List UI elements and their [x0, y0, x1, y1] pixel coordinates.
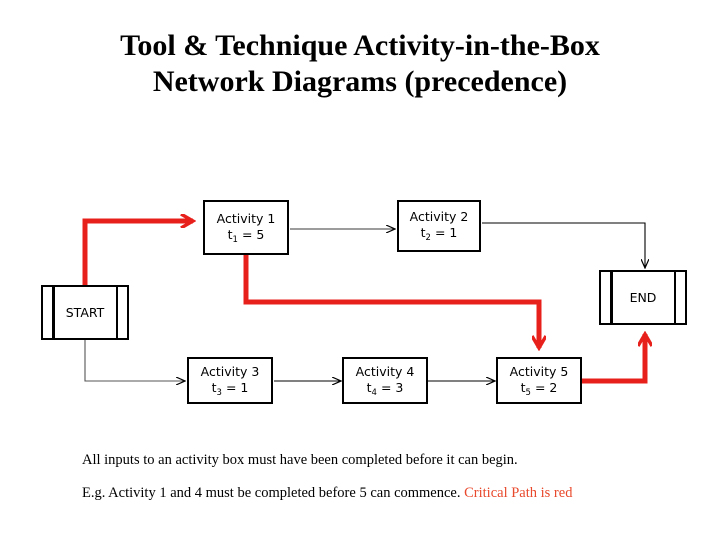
critical-path-legend: Critical Path is red [464, 485, 573, 501]
start-right-bar [115, 287, 118, 338]
start-left-bar [52, 287, 55, 338]
activity-4-name: Activity 4 [355, 363, 415, 379]
end-right-bar [673, 272, 676, 323]
activity-2-name: Activity 2 [409, 209, 469, 224]
activity-4-duration: t4 = 3 [366, 379, 404, 398]
activity-3-duration: t3 = 1 [211, 379, 249, 398]
node-activity-4[interactable]: Activity 4 t4 = 3 [342, 357, 428, 404]
node-end[interactable]: END [599, 270, 687, 325]
activity-1-value: 5 [256, 226, 265, 242]
connector-activity2-to-end [482, 222, 645, 268]
node-activity-3[interactable]: Activity 3 t3 = 1 [187, 357, 273, 404]
caption-line-1-text: All inputs to an activity box must have … [82, 452, 518, 468]
activity-5-name: Activity 5 [509, 363, 569, 379]
critical-connector-start-to-activity1 [82, 221, 193, 287]
critical-connector-activity1-to-activity5 [243, 255, 539, 348]
activity-1-sub: 1 [232, 234, 238, 245]
activity-3-value: 1 [240, 379, 249, 395]
activity-5-value: 2 [549, 379, 558, 395]
node-start[interactable]: START [41, 285, 129, 340]
start-label: START [65, 305, 105, 320]
activity-2-value: 1 [449, 225, 458, 240]
activity-5-sub: 5 [525, 387, 531, 398]
activity-2-duration: t2 = 1 [420, 225, 458, 243]
end-label: END [629, 290, 657, 305]
activity-3-sub: 3 [216, 387, 222, 398]
activity-1-duration: t1 = 5 [227, 226, 265, 245]
node-activity-1[interactable]: Activity 1 t1 = 5 [203, 200, 289, 255]
caption-line-2-text: E.g. Activity 1 and 4 must be completed … [82, 485, 465, 501]
end-left-bar [610, 272, 613, 323]
page-title: Tool & Technique Activity-in-the-Box Net… [40, 28, 680, 100]
node-activity-5[interactable]: Activity 5 t5 = 2 [496, 357, 582, 404]
activity-4-value: 3 [395, 379, 404, 395]
activity-3-name: Activity 3 [200, 363, 260, 379]
activity-4-sub: 4 [371, 387, 377, 398]
page-title-line-2: Network Diagrams (precedence) [152, 65, 568, 98]
caption-line-1: All inputs to an activity box must have … [82, 452, 518, 469]
activity-2-sub: 2 [425, 233, 431, 243]
critical-connector-activity5-to-end [580, 334, 645, 384]
connector-start-to-activity3 [84, 340, 185, 381]
activity-5-duration: t5 = 2 [520, 379, 558, 398]
activity-1-name: Activity 1 [216, 210, 276, 226]
page-title-line-1: Tool & Technique Activity-in-the-Box [120, 29, 600, 62]
node-activity-2[interactable]: Activity 2 t2 = 1 [397, 200, 481, 252]
caption-line-2: E.g. Activity 1 and 4 must be completed … [82, 485, 572, 502]
